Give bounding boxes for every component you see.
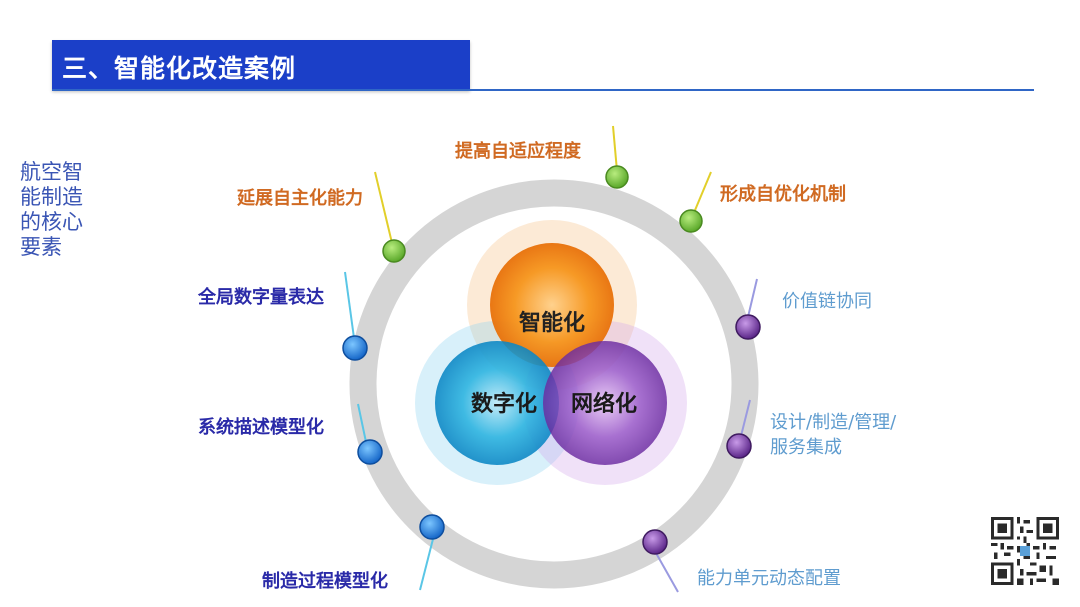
leader-line [419, 538, 434, 591]
title-bar: 三、智能化改造案例 [52, 40, 470, 90]
leader-line [374, 171, 393, 244]
side-label-line-2: 能制造 [20, 185, 83, 209]
label-autonomy: 延展自主化能力 [237, 188, 363, 209]
label-global-digital: 全局数字量表达 [198, 287, 324, 308]
leader-line [740, 399, 751, 437]
blue-dot [342, 335, 368, 361]
network-label: 网络化 [571, 391, 637, 417]
intelligent-label: 智能化 [519, 310, 585, 336]
blue-dot [357, 439, 383, 465]
leader-line [692, 171, 712, 216]
label-system-model: 系统描述模型化 [198, 417, 324, 438]
network-circle [543, 341, 667, 465]
label-adaptivity: 提高自适应程度 [455, 141, 581, 162]
label-integration-line-1: 设计/制造/管理/ [770, 412, 897, 433]
digital-label: 数字化 [471, 391, 537, 417]
title-underline [52, 89, 1034, 91]
green-dot [605, 165, 629, 189]
leader-line [344, 271, 355, 339]
label-self-optimization: 形成自优化机制 [720, 184, 846, 205]
side-label-line-4: 要素 [20, 235, 62, 259]
label-process-model: 制造过程模型化 [262, 571, 388, 592]
leader-line [612, 125, 618, 172]
side-label-line-1: 航空智 [20, 160, 83, 184]
intelligent-circle [490, 243, 614, 367]
label-integration-line-2: 服务集成 [770, 437, 842, 458]
qr-code-icon [991, 517, 1059, 585]
green-dot [679, 209, 703, 233]
side-label-line-3: 的核心 [20, 210, 83, 234]
page-title: 三、智能化改造案例 [62, 54, 297, 83]
leader-line [357, 403, 367, 443]
leader-line [747, 278, 758, 318]
leader-line [655, 552, 679, 593]
purple-dot [735, 314, 761, 340]
blue-dot [419, 514, 445, 540]
label-value-chain: 价值链协同 [782, 291, 872, 312]
purple-dot [642, 529, 668, 555]
digital-circle [435, 341, 559, 465]
outer-ring [349, 179, 759, 589]
label-dynamic-config: 能力单元动态配置 [697, 568, 841, 589]
side-label: 航空智 能制造 的核心 要素 [20, 160, 115, 260]
purple-dot [726, 433, 752, 459]
green-dot [382, 239, 406, 263]
